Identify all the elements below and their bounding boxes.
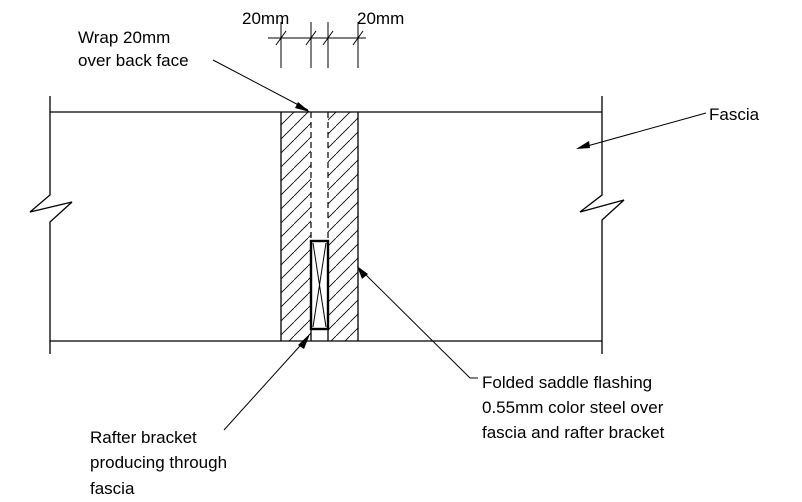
flashing-label-line1: Folded saddle flashing — [482, 373, 652, 392]
flashing-leader-arrow — [357, 266, 368, 279]
bracket-label-line1: Rafter bracket — [90, 428, 197, 447]
dim-tick-1 — [275, 30, 287, 46]
wrap-label-line1: Wrap 20mm — [78, 28, 170, 47]
flashing-label-line3: fascia and rafter bracket — [482, 423, 665, 442]
fascia-leader-arrow — [576, 141, 590, 149]
bracket-cross-2 — [312, 242, 327, 328]
wrap-leader-arrow — [295, 102, 310, 112]
flashing-label-line2: 0.55mm color steel over — [482, 398, 664, 417]
bracket-label-line3: fascia — [90, 479, 135, 498]
dim-label-right: 20mm — [357, 9, 404, 28]
bracket-leader — [223, 336, 309, 431]
dim-tick-2 — [305, 30, 317, 46]
flashing-right-hatch — [328, 112, 358, 341]
dim-tick-4 — [352, 30, 364, 46]
wrap-label-line2: over back face — [78, 51, 189, 70]
fascia-label: Fascia — [709, 105, 760, 124]
bracket-label-line2: producing through — [90, 453, 227, 472]
fascia-leader — [579, 112, 707, 149]
rafter-bracket — [309, 239, 330, 331]
dim-label-left: 20mm — [242, 9, 289, 28]
dim-tick-3 — [322, 30, 334, 46]
leaders — [212, 59, 707, 431]
labels: Wrap 20mm over back face Fascia Folded s… — [78, 28, 760, 498]
fascia-board — [29, 96, 625, 354]
left-break-line — [29, 96, 73, 354]
flashing-leader — [359, 268, 478, 379]
dimension-group: 20mm 20mm — [242, 9, 404, 68]
bracket-leader-arrow — [298, 334, 310, 349]
wrap-leader — [212, 59, 309, 111]
right-break-line — [579, 96, 625, 354]
flashing-left-hatch — [281, 112, 311, 341]
